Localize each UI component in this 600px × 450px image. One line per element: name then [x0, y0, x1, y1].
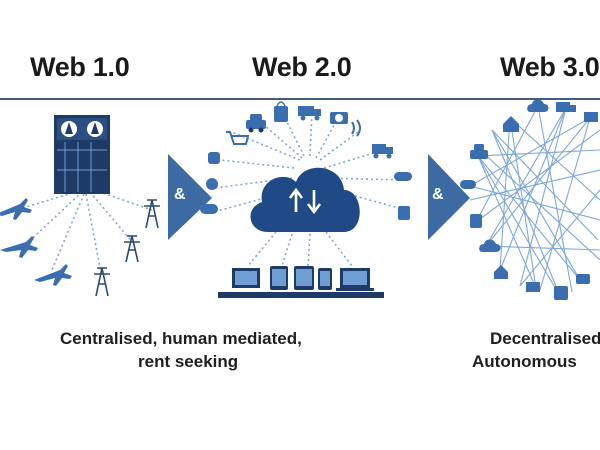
web1-caption-line2: rent seeking	[138, 352, 239, 371]
house-icon	[503, 116, 519, 132]
server-rack-icon	[54, 115, 110, 194]
airplane-icon	[34, 264, 72, 286]
airplane-icon	[0, 198, 32, 220]
pill-icon	[200, 204, 218, 214]
cart-icon	[226, 131, 250, 145]
pill-icon	[206, 178, 218, 190]
truck-icon	[584, 112, 598, 122]
house-icon	[494, 265, 508, 279]
cloud-sync-icon	[250, 167, 360, 232]
airplane-icon	[0, 236, 38, 258]
car-icon	[470, 144, 488, 159]
web3-caption-line2: Autonomous	[472, 352, 577, 371]
device-row	[218, 266, 384, 298]
tablet-icon	[270, 266, 288, 290]
shopping-bag-icon	[274, 101, 288, 122]
arrow-label-1: &	[174, 186, 186, 203]
car-icon	[246, 114, 266, 133]
power-pylon-icon	[144, 199, 160, 229]
phone-icon	[470, 214, 482, 228]
cloud-icon	[527, 99, 549, 112]
power-pylon-icon	[124, 235, 140, 263]
truck-icon	[298, 106, 321, 121]
header-divider	[0, 98, 600, 100]
power-pylon-icon	[94, 267, 110, 297]
web3-caption-line1: Decentralised,	[490, 329, 600, 348]
web1-caption-line1: Centralised, human mediated,	[60, 329, 302, 348]
progress-arrow-2	[428, 154, 470, 240]
heading-web3: Web 3.0	[500, 52, 600, 82]
truck-icon	[526, 282, 540, 292]
pill-icon	[576, 274, 590, 284]
heart-icon	[554, 286, 568, 300]
gamepad-icon	[398, 206, 410, 220]
pill-icon	[394, 172, 412, 181]
camera-icon	[330, 112, 348, 124]
phone-icon	[294, 266, 314, 290]
truck-icon	[556, 102, 576, 112]
web1-dotted-links	[9, 189, 153, 279]
cloud-icon	[479, 239, 501, 252]
signal-icon	[351, 119, 361, 137]
web3-mesh-network	[469, 105, 600, 297]
heading-web2: Web 2.0	[252, 52, 352, 82]
truck-icon	[372, 144, 393, 159]
arrow-label-2: &	[432, 186, 444, 203]
monitor-icon	[232, 268, 260, 288]
phone-icon	[318, 268, 332, 290]
progress-arrow-1	[168, 154, 212, 240]
pill-icon	[460, 180, 476, 189]
heading-web1: Web 1.0	[30, 52, 130, 82]
laptop-icon	[336, 268, 374, 291]
phone-icon	[208, 152, 220, 164]
